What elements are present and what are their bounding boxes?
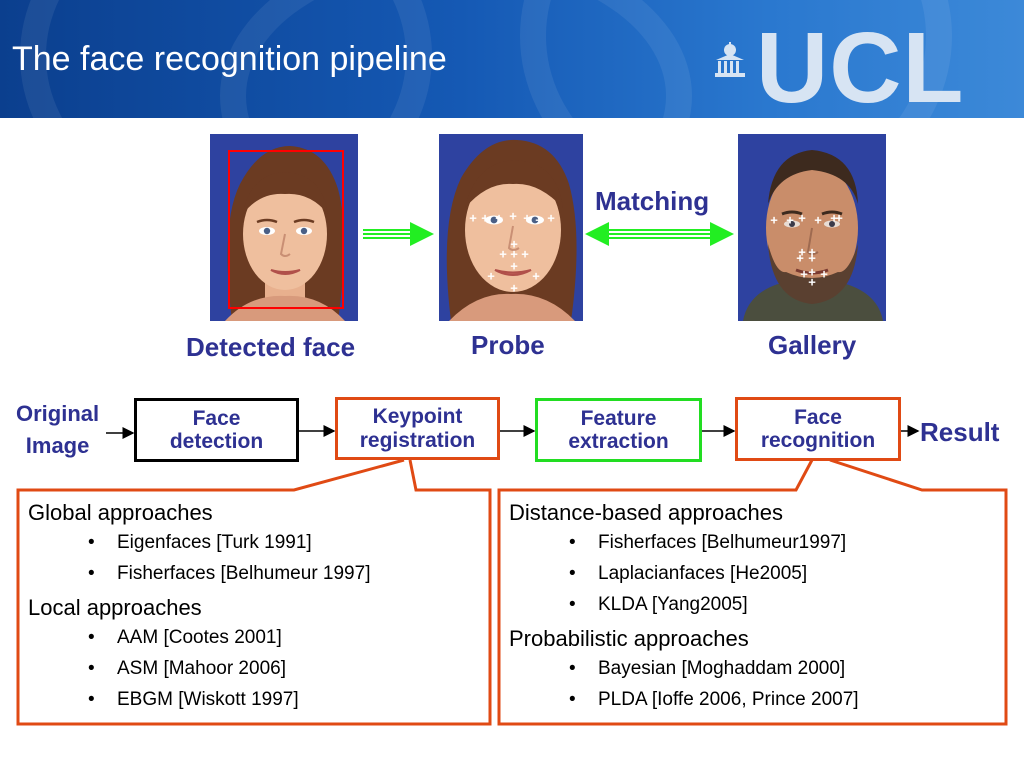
keypoint-marker: + xyxy=(509,208,517,224)
portico-icon xyxy=(715,42,745,77)
probe-face-photo: +++++++++++++++ xyxy=(439,134,583,321)
approach-item: Fisherfaces [Belhumeur 1997] xyxy=(117,563,371,584)
keypoint-marker: + xyxy=(481,210,489,226)
approach-heading: Global approaches xyxy=(28,500,213,525)
green-arrow-detect-to-probe xyxy=(363,222,434,246)
green-arrow-matching xyxy=(585,222,734,246)
bullet-icon: • xyxy=(88,563,95,584)
keypoint-marker: + xyxy=(487,268,495,284)
ucl-logo: UCL xyxy=(712,18,974,118)
bullet-icon: • xyxy=(569,532,576,553)
bullet-icon: • xyxy=(88,658,95,679)
bullet-icon: • xyxy=(569,658,576,679)
pipeline-input-label: Original Image xyxy=(16,401,100,458)
detected-face-caption: Detected face xyxy=(186,332,356,362)
bullet-icon: • xyxy=(569,563,576,584)
keypoint-marker: + xyxy=(770,212,778,228)
keypoint-marker: + xyxy=(510,246,518,262)
pipeline-result-label: Result xyxy=(920,417,1000,447)
bullet-icon: • xyxy=(88,532,95,553)
approach-item: Bayesian [Moghaddam 2000] xyxy=(598,658,846,679)
step-keypoint-registration: Keypoint registration xyxy=(335,397,500,460)
keypoint-marker: + xyxy=(808,244,816,260)
approach-heading: Probabilistic approaches xyxy=(509,626,749,651)
approach-item: AAM [Cootes 2001] xyxy=(117,627,282,648)
keypoint-marker: + xyxy=(510,280,518,296)
callout-right-outline xyxy=(497,458,1008,726)
keypoint-marker: + xyxy=(510,236,518,252)
step-feature-extraction: Feature extraction xyxy=(535,398,702,462)
gallery-face-photo: ++++++++++++++ xyxy=(738,134,886,321)
keypoint-marker: + xyxy=(532,268,540,284)
keypoint-marker: + xyxy=(786,212,794,228)
keypoint-marker: + xyxy=(521,246,529,262)
approach-item: ASM [Mahoor 2006] xyxy=(117,658,286,679)
keypoint-marker: + xyxy=(547,210,555,226)
slide-title: The face recognition pipeline xyxy=(12,40,447,78)
keypoint-marker: + xyxy=(796,250,804,266)
slide-header: The face recognition pipeline UCL xyxy=(0,0,1024,118)
keypoint-marker: + xyxy=(469,210,477,226)
keypoint-marker: + xyxy=(835,210,843,226)
keypoint-marker: + xyxy=(814,212,822,228)
approach-item: Eigenfaces [Turk 1991] xyxy=(117,532,312,553)
probe-caption: Probe xyxy=(471,330,545,360)
keypoint-marker: + xyxy=(535,212,543,228)
keypoint-marker: + xyxy=(808,264,816,280)
detected-face-photo xyxy=(210,134,358,321)
bullet-icon: • xyxy=(88,627,95,648)
keypoint-marker: + xyxy=(523,210,531,226)
approach-item: Fisherfaces [Belhumeur1997] xyxy=(598,532,847,553)
keypoint-marker: + xyxy=(800,266,808,282)
approach-item: EBGM [Wiskott 1997] xyxy=(117,689,299,710)
keypoint-marker: + xyxy=(808,274,816,290)
bullet-icon: • xyxy=(88,689,95,710)
ucl-logo-text: UCL xyxy=(756,12,965,118)
keypoint-marker: + xyxy=(808,250,816,266)
callout-left-outline xyxy=(16,458,492,726)
matching-label: Matching xyxy=(595,186,710,216)
gallery-caption: Gallery xyxy=(768,330,857,360)
keypoint-marker: + xyxy=(495,210,503,226)
approach-item: KLDA [Yang2005] xyxy=(598,594,748,615)
bullet-icon: • xyxy=(569,594,576,615)
step-face-recognition: Face recognition xyxy=(735,397,901,461)
bullet-icon: • xyxy=(569,689,576,710)
approach-item: PLDA [Ioffe 2006, Prince 2007] xyxy=(598,689,859,710)
approach-heading: Distance-based approaches xyxy=(509,500,783,525)
keypoint-marker: + xyxy=(830,210,838,226)
approach-item: Laplacianfaces [He2005] xyxy=(598,563,808,584)
detection-rectangle xyxy=(228,150,344,309)
keypoint-marker: + xyxy=(510,258,518,274)
keypoint-marker: + xyxy=(798,210,806,226)
keypoint-marker: + xyxy=(820,266,828,282)
keypoint-marker: + xyxy=(499,246,507,262)
keypoint-marker: + xyxy=(798,244,806,260)
step-face-detection: Face detection xyxy=(134,398,299,462)
approach-heading: Local approaches xyxy=(28,595,202,620)
